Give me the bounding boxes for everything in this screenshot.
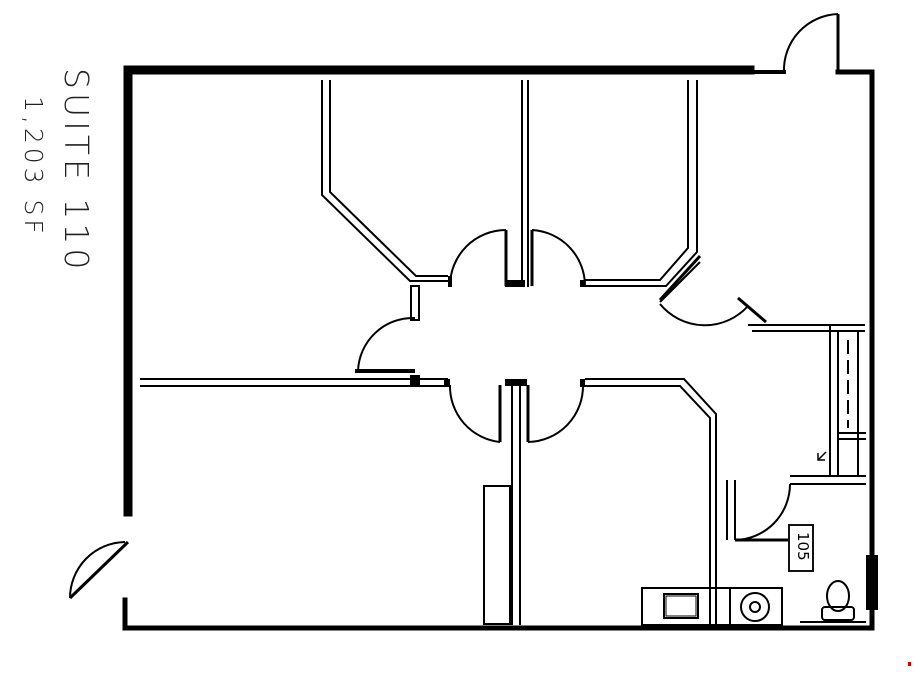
exterior-walls [122,65,878,631]
door-jambs [410,276,585,387]
room-number-tag: 105 [788,524,814,572]
red-marker [908,662,911,666]
interior-walls [140,80,866,625]
door-swings [68,13,840,600]
room-number: 105 [794,532,812,561]
suite-name: SUITE 110 [57,68,96,274]
toilet-icon [800,580,866,623]
kitchenette-counter [641,587,783,626]
suite-area: 1,203 SF [19,96,48,238]
arrow-icon [817,451,827,461]
